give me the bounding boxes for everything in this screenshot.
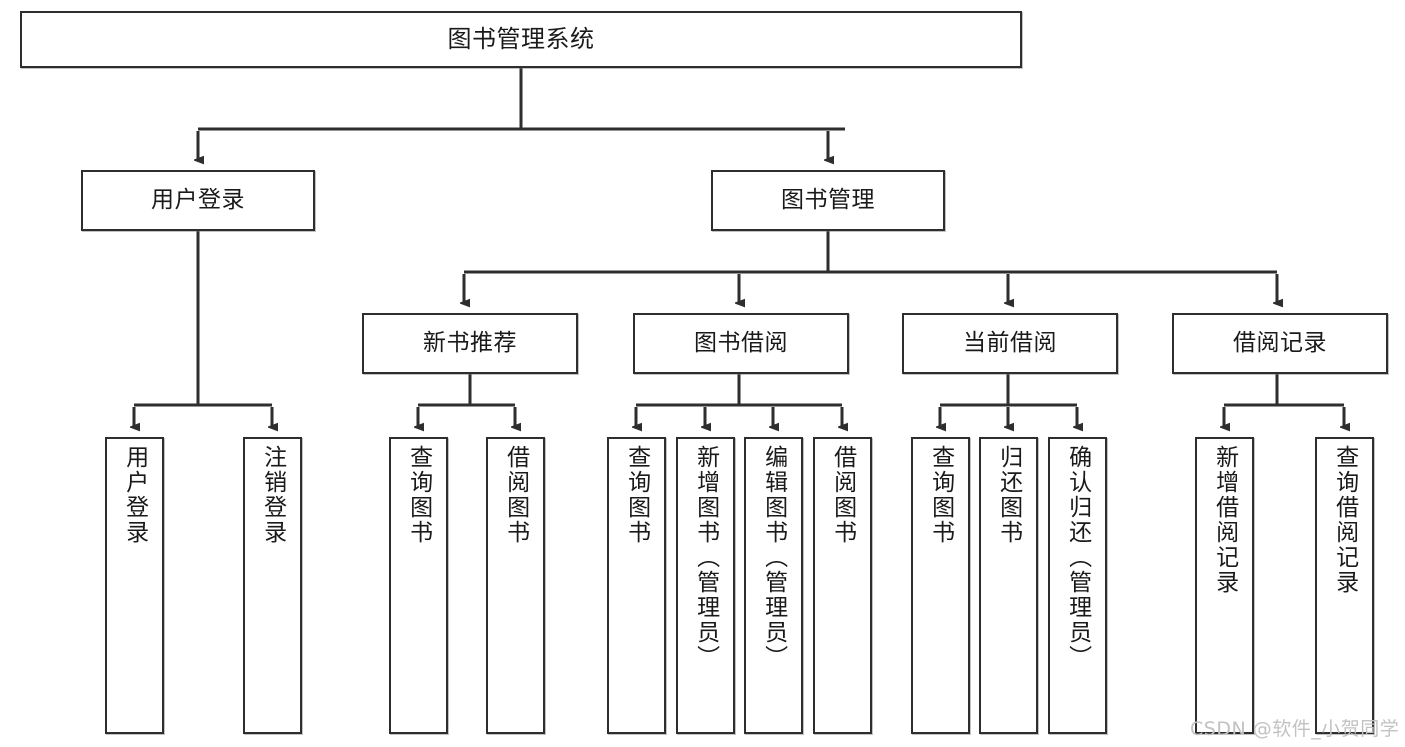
node-label: 图书管理 [781,186,875,213]
node-label: 当前借阅 [963,329,1057,356]
node-book-borrow[interactable]: 图书借阅 [633,313,849,374]
node-label: 查询图书 [405,445,432,545]
leaf-user-login[interactable]: 用户登录 [105,437,164,734]
node-label: 新书推荐 [423,329,517,356]
leaf-add-book-admin[interactable]: 新增图书（管理员） [676,437,735,734]
node-borrow-records[interactable]: 借阅记录 [1172,313,1388,374]
node-label: 新增图书（管理员） [692,445,719,670]
node-new-book-recommend[interactable]: 新书推荐 [362,313,578,374]
node-root-book-management-system[interactable]: 图书管理系统 [20,11,1022,68]
node-label: 借阅记录 [1233,329,1327,356]
leaf-edit-book-admin[interactable]: 编辑图书（管理员） [744,437,803,734]
node-label: 编辑图书（管理员） [760,445,787,670]
node-book-management[interactable]: 图书管理 [711,170,945,231]
node-label: 新增借阅记录 [1211,445,1238,595]
node-label: 用户登录 [121,445,148,545]
node-label: 借阅图书 [829,445,856,545]
node-label: 确认归还（管理员） [1064,445,1091,670]
node-user-login[interactable]: 用户登录 [81,170,315,231]
node-label: 图书借阅 [694,329,788,356]
node-label: 查询图书 [623,445,650,545]
leaf-return-book[interactable]: 归还图书 [979,437,1038,734]
leaf-query-borrow-record[interactable]: 查询借阅记录 [1315,437,1374,734]
leaf-query-book-current[interactable]: 查询图书 [911,437,970,734]
node-label: 查询图书 [927,445,954,545]
node-label: 注销登录 [259,445,286,545]
node-label: 查询借阅记录 [1331,445,1358,595]
leaf-borrow-book-recommend[interactable]: 借阅图书 [486,437,545,734]
leaf-query-book-borrow[interactable]: 查询图书 [607,437,666,734]
node-label: 借阅图书 [502,445,529,545]
node-label: 图书管理系统 [447,25,595,54]
leaf-query-book-recommend[interactable]: 查询图书 [389,437,448,734]
leaf-confirm-return-admin[interactable]: 确认归还（管理员） [1048,437,1107,734]
leaf-logout[interactable]: 注销登录 [243,437,302,734]
leaf-borrow-book[interactable]: 借阅图书 [813,437,872,734]
csdn-watermark: CSDN @软件_小贺同学 [1190,718,1400,740]
node-label: 归还图书 [995,445,1022,545]
leaf-add-borrow-record[interactable]: 新增借阅记录 [1195,437,1254,734]
node-label: 用户登录 [151,186,245,213]
node-current-borrow[interactable]: 当前借阅 [902,313,1118,374]
